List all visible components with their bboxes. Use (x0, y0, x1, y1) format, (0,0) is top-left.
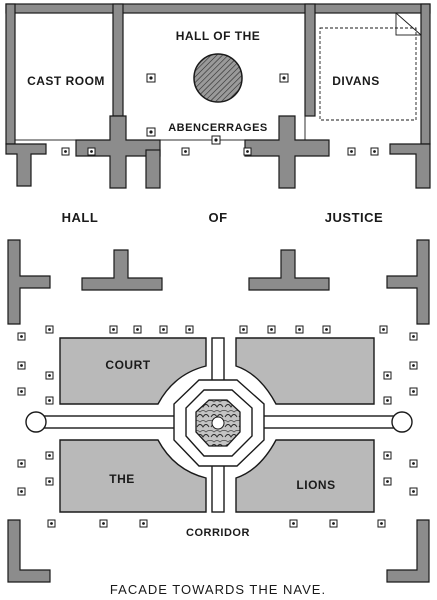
justice-word: JUSTICE (325, 210, 383, 225)
garden-bed-ne (235, 337, 375, 405)
divans-panel (319, 27, 417, 121)
cast-room-label: CAST ROOM (27, 74, 105, 88)
of-word: OF (208, 210, 227, 225)
hall-of-the-label: HALL OF THE (176, 29, 261, 43)
upper-row-pillars (61, 147, 379, 156)
garden-bed-sw (59, 439, 207, 513)
upper-piers (5, 115, 431, 189)
left-upper-wall (5, 3, 16, 145)
path-west (35, 415, 177, 429)
path-north (211, 337, 225, 385)
abencerrages-fountain (193, 53, 243, 103)
court-label: COURT (105, 358, 150, 372)
path-west-end (25, 411, 47, 433)
cast-room-partition (112, 3, 124, 117)
top-wall (5, 3, 431, 14)
court-side-pillars (17, 361, 418, 496)
path-south (211, 461, 225, 513)
plan-caption: FACADE TOWARDS THE NAVE. (110, 582, 326, 597)
divans-partition (304, 3, 316, 117)
divans-door (395, 12, 422, 36)
abencerrages-label: ABENCERRAGES (168, 122, 268, 134)
cast-room-outline (14, 12, 114, 141)
path-east-end (391, 411, 413, 433)
upper-block: HALL OF THE ABENCERRAGES CAST ROOM DIVAN… (5, 3, 431, 189)
divans-label: DIVANS (332, 74, 379, 88)
hall-word: HALL (62, 210, 99, 225)
court-bottom-row (7, 519, 430, 583)
court-paths (25, 337, 413, 513)
garden-bed-se (235, 439, 375, 513)
lower-block: COURT THE LIONS CORRIDOR (7, 239, 430, 583)
lower-piers (7, 239, 430, 325)
garden-bed-nw (59, 337, 207, 405)
hall-of-justice-title: HALL OF JUSTICE (62, 210, 383, 225)
path-east (261, 415, 403, 429)
fountain-center (211, 416, 225, 430)
court-top-pillars (17, 325, 418, 341)
the-label: THE (109, 472, 135, 486)
garden-beds (59, 337, 375, 513)
lions-label: LIONS (296, 478, 335, 492)
corridor-label: CORRIDOR (186, 527, 250, 539)
right-upper-wall (420, 3, 431, 145)
